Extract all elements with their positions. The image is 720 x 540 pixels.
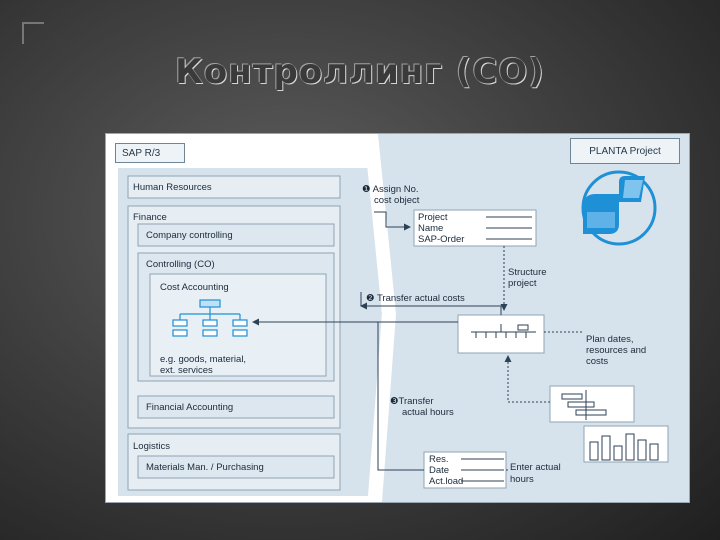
planta-logo — [581, 170, 657, 246]
histogram-bars — [589, 433, 659, 461]
cost-accounting-label: Cost Accounting — [160, 282, 229, 293]
enter-hours-line2: hours — [510, 474, 534, 485]
structure-label-line1: Structure — [508, 267, 547, 278]
diagram-frame: SAP R/3 PLANTA Project Human Resources F… — [105, 133, 690, 503]
step1-label-line1: ❶ Assign No. — [362, 184, 419, 195]
enter-hours-line1: Enter actual — [510, 462, 561, 473]
step3-label-line1: ❸Transfer — [390, 396, 434, 407]
project-field-label: Project — [418, 212, 448, 223]
step1-label-line2: cost object — [374, 195, 420, 206]
structure-window — [457, 314, 545, 354]
sap-header: SAP R/3 — [115, 143, 185, 163]
divider-band — [364, 134, 396, 502]
human-resources-label: Human Resources — [133, 182, 212, 193]
name-field-label: Name — [418, 223, 444, 234]
planta-header: PLANTA Project — [570, 138, 680, 164]
structure-tree — [471, 324, 536, 338]
date-field-label: Date — [429, 465, 450, 476]
materials-purchasing-label: Materials Man. / Purchasing — [146, 462, 264, 473]
slide-title: Контроллинг (CO) — [175, 52, 545, 92]
controlling-co-label: Controlling (CO) — [146, 259, 215, 270]
flow-arrows — [252, 211, 584, 471]
plan-label-line3: costs — [586, 356, 609, 367]
plan-label-line2: resources and — [586, 345, 647, 356]
step3-label-line2: actual hours — [402, 407, 454, 418]
finance-label: Finance — [133, 212, 167, 223]
decorative-corner — [22, 22, 44, 44]
logistics-label: Logistics — [133, 441, 170, 452]
step2-label: ❷ Transfer actual costs — [366, 293, 465, 304]
financial-accounting-label: Financial Accounting — [146, 402, 234, 413]
gantt-window — [549, 385, 635, 423]
materials-box — [137, 455, 335, 479]
actload-field-label: Act.load — [429, 476, 464, 487]
financial-accounting-box — [137, 395, 335, 419]
company-controlling-box — [137, 223, 335, 247]
cost-examples-line2: ext. services — [160, 365, 213, 376]
plan-label-line1: Plan dates, — [586, 334, 634, 345]
cost-examples-line1: e.g. goods, material, — [160, 354, 247, 365]
company-controlling-label: Company controlling — [146, 230, 233, 241]
res-field-label: Res. — [429, 454, 449, 465]
cost-structure-chart — [172, 299, 248, 337]
gantt-bars — [561, 390, 607, 420]
hr-box — [127, 175, 341, 199]
sap-order-field-label: SAP-Order — [418, 234, 465, 245]
structure-label-line2: project — [508, 278, 537, 289]
